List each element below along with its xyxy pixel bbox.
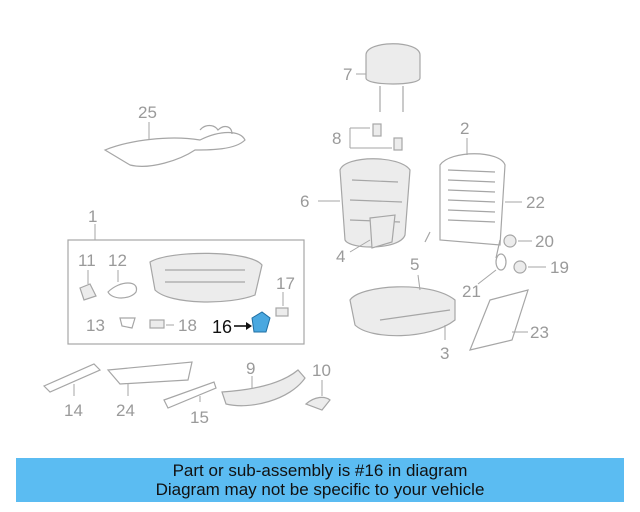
part-21-clip bbox=[477, 253, 507, 285]
info-banner: Part or sub-assembly is #16 in diagram D… bbox=[16, 458, 624, 502]
callout-15: 15 bbox=[190, 408, 209, 427]
callout-23: 23 bbox=[530, 323, 549, 342]
callout-3: 3 bbox=[440, 344, 449, 363]
part-13-bracket bbox=[119, 317, 136, 329]
banner-line-2: Diagram may not be specific to your vehi… bbox=[155, 480, 485, 499]
part-20-knob bbox=[503, 234, 532, 248]
callout-8: 8 bbox=[332, 129, 341, 148]
part-8-screws bbox=[349, 123, 403, 151]
part-23-pad bbox=[469, 289, 529, 351]
part-4-panel bbox=[349, 214, 396, 253]
callout-16: 16 bbox=[212, 317, 232, 337]
banner-line-1: Part or sub-assembly is #16 in diagram bbox=[172, 461, 468, 480]
part-19-gear bbox=[513, 260, 546, 274]
callout-5: 5 bbox=[410, 255, 419, 274]
part-18-fastener bbox=[149, 319, 174, 329]
callout-12: 12 bbox=[108, 251, 127, 270]
callout-13: 13 bbox=[86, 316, 105, 335]
part-14-rail bbox=[42, 363, 102, 396]
callout-6: 6 bbox=[300, 192, 309, 211]
callout-22: 22 bbox=[526, 193, 545, 212]
part-25-harness bbox=[103, 122, 246, 167]
parts-diagram: 25 7 8 6 4 2 22 20 bbox=[42, 43, 569, 427]
callout-10: 10 bbox=[312, 361, 331, 380]
callout-20: 20 bbox=[535, 232, 554, 251]
callout-11: 11 bbox=[78, 251, 96, 270]
callout-21: 21 bbox=[462, 282, 481, 301]
callout-2: 2 bbox=[460, 119, 469, 138]
callout-14: 14 bbox=[64, 401, 83, 420]
part-5-seat-cushion bbox=[349, 274, 456, 340]
part-12-cable bbox=[107, 270, 138, 299]
part-24-panel bbox=[106, 361, 193, 396]
callout-18: 18 bbox=[178, 316, 197, 335]
callout-17: 17 bbox=[276, 274, 295, 293]
part-7-headrest bbox=[356, 43, 421, 112]
part-10-lever bbox=[304, 380, 331, 411]
group-1-frame-box bbox=[67, 224, 305, 345]
callout-9: 9 bbox=[246, 359, 255, 378]
part-2-frame bbox=[424, 138, 506, 259]
callout-7: 7 bbox=[343, 65, 352, 84]
part-15-trim bbox=[163, 381, 217, 409]
callout-4: 4 bbox=[336, 247, 345, 266]
part-17-clip bbox=[275, 292, 289, 317]
part-9-cover bbox=[221, 369, 306, 407]
callout-1: 1 bbox=[88, 207, 97, 226]
callout-25: 25 bbox=[138, 103, 157, 122]
callout-19: 19 bbox=[550, 258, 569, 277]
part-6-seatback bbox=[318, 158, 411, 248]
part-11-bracket bbox=[79, 270, 97, 301]
callout-24: 24 bbox=[116, 401, 135, 420]
part-16-highlighted bbox=[234, 311, 271, 333]
